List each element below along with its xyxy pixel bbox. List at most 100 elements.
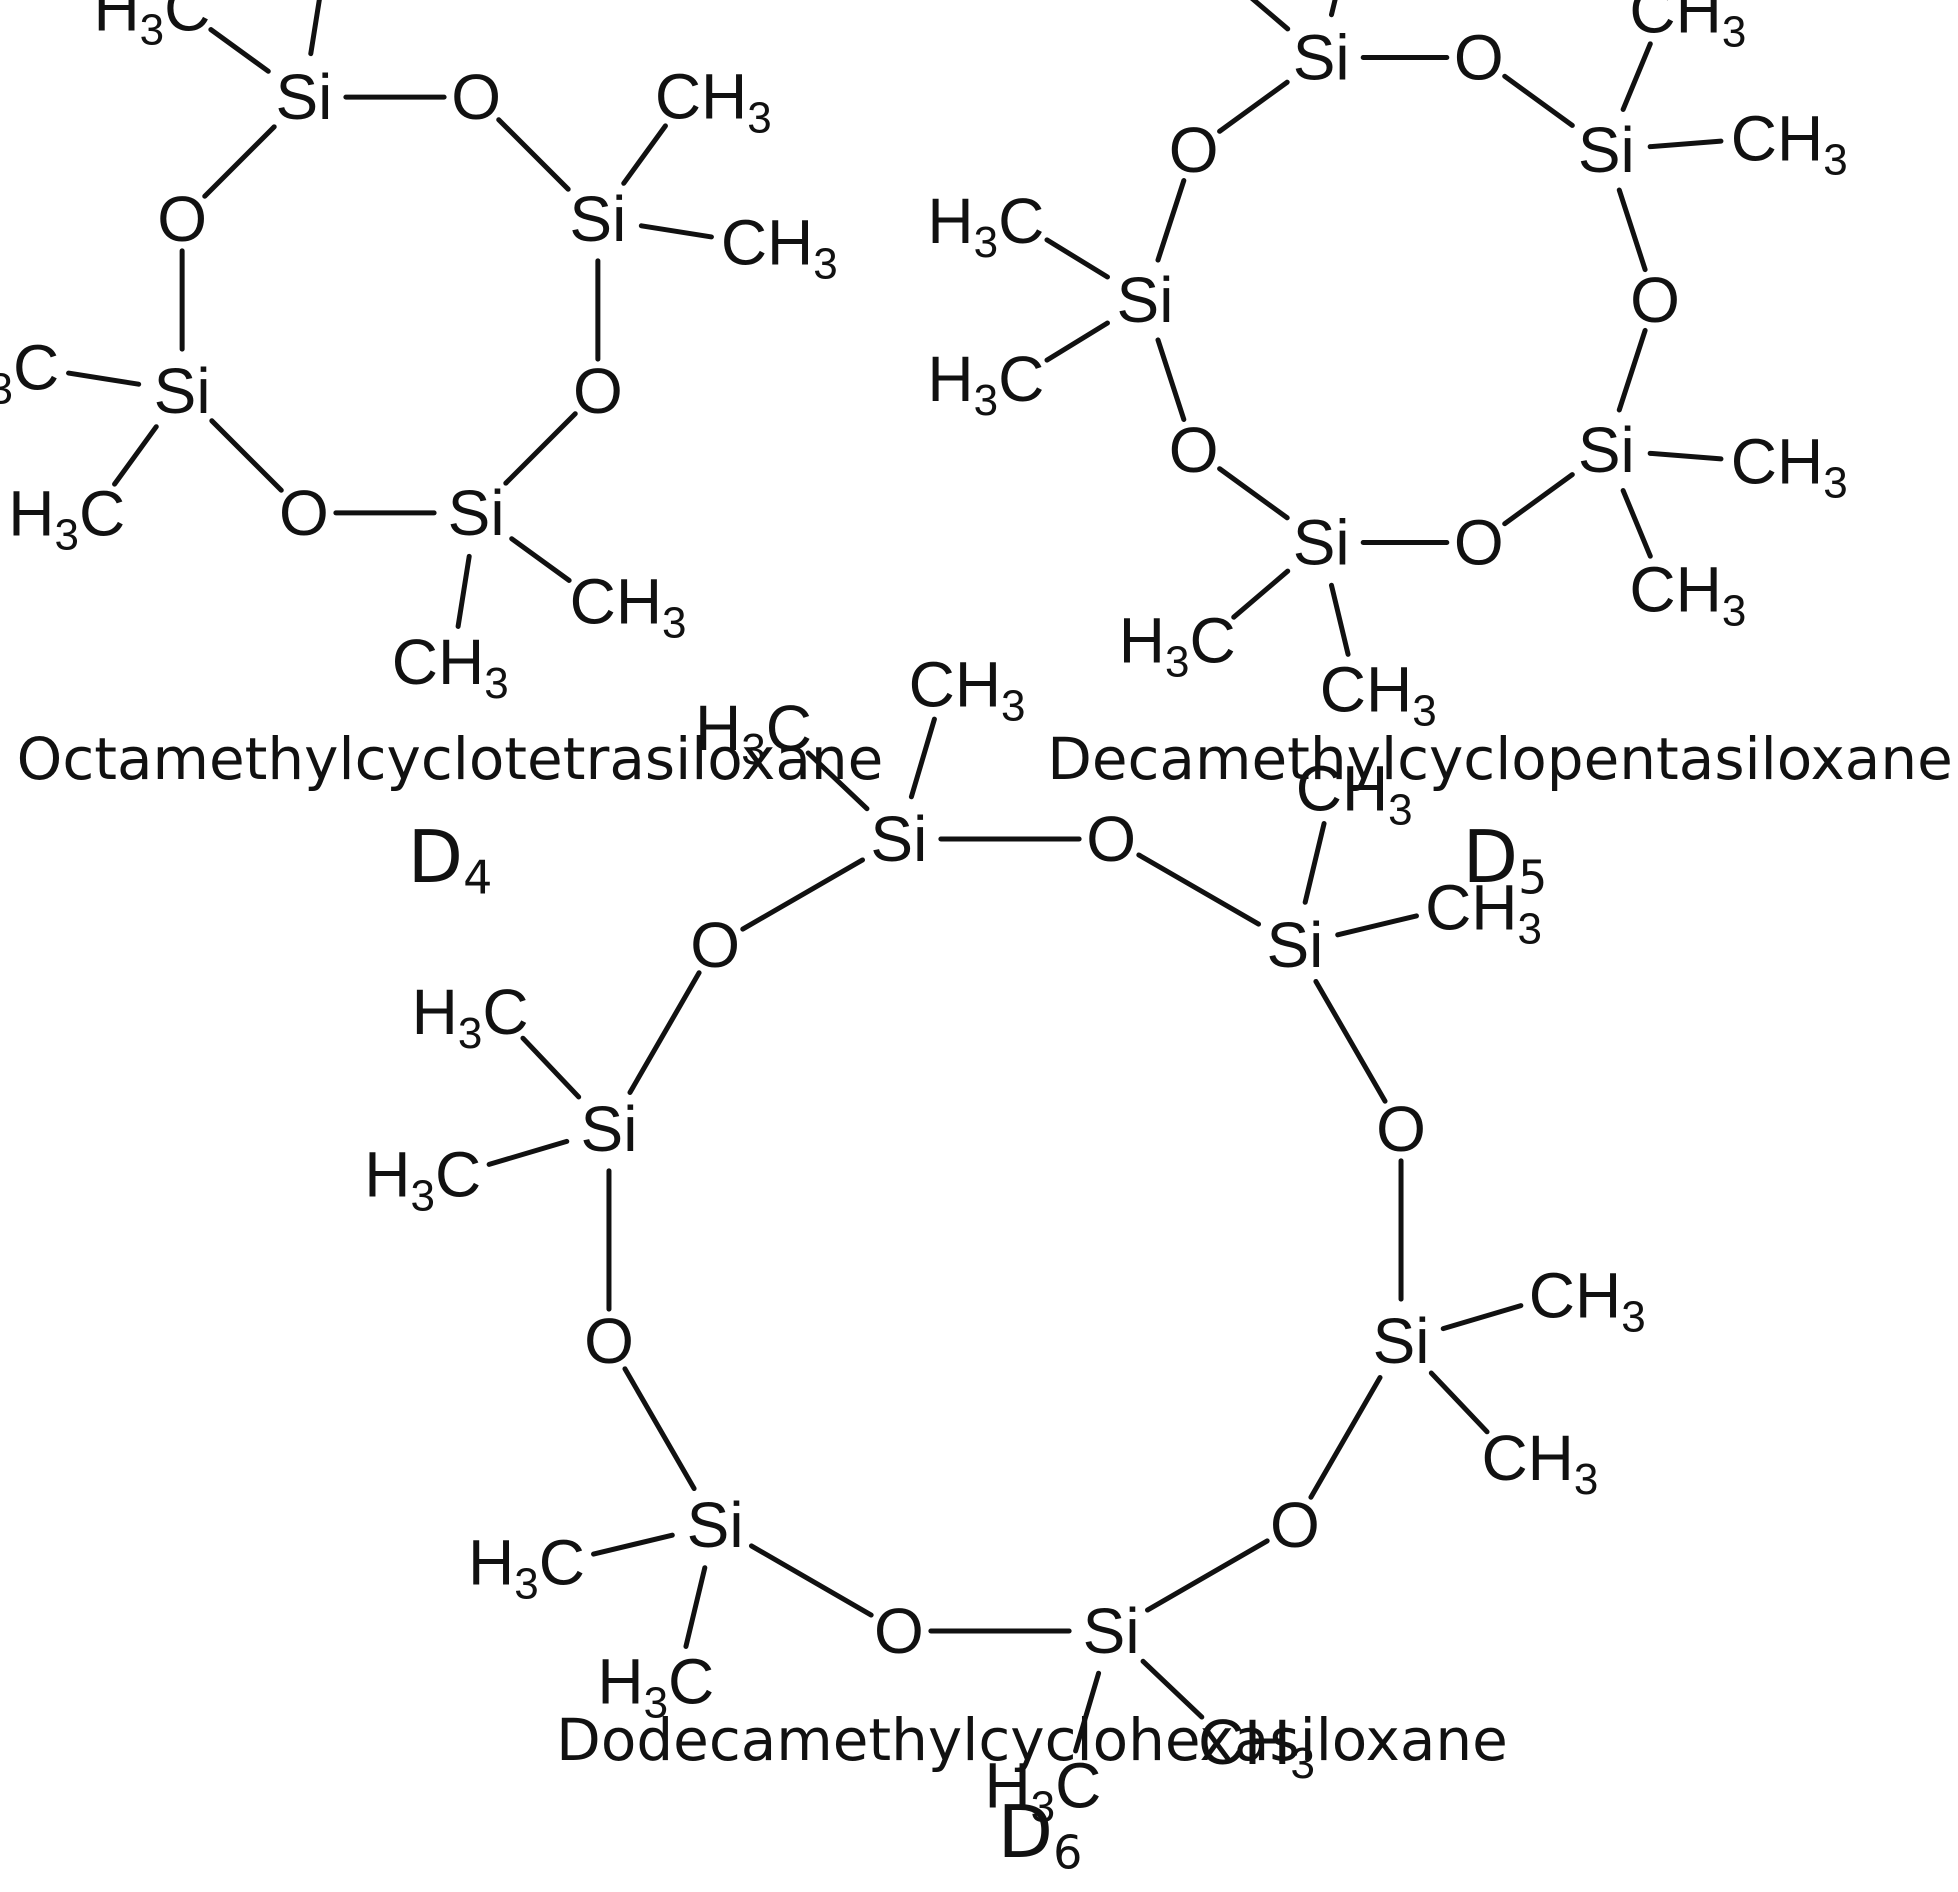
d5-methyl-group: H3C xyxy=(927,185,1044,267)
d6-silicon-atom: Si xyxy=(581,1093,638,1165)
d4-oxygen-atom: O xyxy=(451,61,501,133)
d5-ring-bond xyxy=(1616,327,1648,413)
d4-name: Octamethylcyclotetrasiloxane xyxy=(16,725,884,793)
d6-ring-bond xyxy=(740,857,866,932)
d4-methyl-bond xyxy=(638,223,714,240)
d4-methyl-bond xyxy=(112,424,159,487)
d5-methyl-group: CH3 xyxy=(1629,553,1746,635)
d6-silicon-atom: Si xyxy=(1083,1595,1140,1667)
d6-structure: SiH3CCH3OSiCH3CH3OSiCH3CH3OSiCH3H3COSiH3… xyxy=(364,649,1645,1832)
d6-methyl-group: CH3 xyxy=(1198,1706,1315,1788)
d5-ring-bond xyxy=(1217,466,1290,521)
d5-oxygen-atom: O xyxy=(1169,114,1219,186)
d6-ring-bond xyxy=(1308,1374,1383,1500)
d6-methyl-group: CH3 xyxy=(909,649,1026,731)
d6-methyl-group: H3C xyxy=(364,1139,481,1221)
d6-ring-bond xyxy=(748,1543,874,1618)
d4-ring-bond xyxy=(503,411,578,486)
d5-oxygen-atom: O xyxy=(1630,264,1680,336)
d5-methyl-group: CH3 xyxy=(1731,426,1848,508)
d4-ring-bond xyxy=(202,124,277,199)
d5-methyl-group: H3C xyxy=(1119,605,1236,687)
d5-silicon-atom: Si xyxy=(1293,507,1350,579)
d4-methyl-bond xyxy=(66,370,142,387)
d6-methyl-group: H3C xyxy=(468,1526,585,1608)
d6-silicon-atom: Si xyxy=(1266,909,1323,981)
d4-silicon-atom: Si xyxy=(275,61,332,133)
d5-methyl-bond xyxy=(1044,320,1110,363)
d4-methyl-bond xyxy=(455,553,472,629)
d5-methyl-bond xyxy=(1044,237,1110,280)
d5-ring-bond xyxy=(1155,337,1187,422)
d5-methyl-bond xyxy=(1328,582,1351,657)
d6-silicon-atom: Si xyxy=(870,803,927,875)
d5-methyl-bond xyxy=(1647,450,1724,462)
d6-oxygen-atom: O xyxy=(1086,803,1136,875)
d4-ring-bond xyxy=(209,418,284,493)
d4-ring-bond xyxy=(496,117,571,192)
d5-abbreviation: D5 xyxy=(1463,815,1548,905)
d6-methyl-group: H3C xyxy=(597,1645,714,1727)
d5-methyl-bond xyxy=(1647,138,1724,150)
d4-structure: SiH3CCH3OSiCH3CH3OSiCH3CH3OSiH3CH3CO xyxy=(0,0,838,708)
d6-oxygen-atom: O xyxy=(874,1595,924,1667)
d6-ring-bond xyxy=(1144,1538,1270,1613)
d6-silicon-atom: Si xyxy=(1373,1305,1430,1377)
d5-silicon-atom: Si xyxy=(1578,414,1635,486)
d5-abbr-subscript: 5 xyxy=(1518,850,1548,905)
d5-structure: SiH3CCH3OSiCH3CH3OSiCH3CH3OSiCH3H3COSiH3… xyxy=(927,0,1848,735)
d4-oxygen-atom: O xyxy=(279,477,329,549)
d5-methyl-group: H3C xyxy=(1119,0,1236,5)
d6-oxygen-atom: O xyxy=(690,909,740,981)
d4-abbreviation: D4 xyxy=(408,815,493,905)
d5-methyl-bond xyxy=(1231,568,1291,620)
d6-methyl-group: CH3 xyxy=(1529,1259,1646,1341)
d6-methyl-bond xyxy=(486,1138,570,1167)
d6-name: Dodecamethylcyclohexasiloxane xyxy=(556,1706,1508,1774)
d6-methyl-bond xyxy=(1335,913,1419,938)
d4-oxygen-atom: O xyxy=(157,183,207,255)
d6-methyl-group: CH3 xyxy=(1481,1422,1598,1504)
d5-methyl-bond xyxy=(1620,488,1653,559)
d4-methyl-bond xyxy=(509,536,572,583)
d4-silicon-atom: Si xyxy=(154,355,211,427)
d6-silicon-atom: Si xyxy=(687,1489,744,1561)
d5-methyl-group: CH3 xyxy=(1320,653,1437,735)
d6-methyl-bond xyxy=(1440,1303,1524,1332)
d6-oxygen-atom: O xyxy=(1376,1093,1426,1165)
d4-methyl-group: H3C xyxy=(93,0,210,54)
d6-oxygen-atom: O xyxy=(584,1305,634,1377)
d5-methyl-group: CH3 xyxy=(1731,102,1848,184)
d4-methyl-bond xyxy=(308,0,322,57)
d5-silicon-atom: Si xyxy=(1578,114,1635,186)
d5-silicon-atom: Si xyxy=(1117,264,1174,336)
d5-ring-bond xyxy=(1616,187,1648,273)
d6-methyl-bond xyxy=(591,1532,675,1557)
d5-silicon-atom: Si xyxy=(1293,21,1350,93)
d6-methyl-bond xyxy=(1073,1670,1102,1754)
d6-ring-bond xyxy=(627,970,702,1096)
d6-methyl-group: H3C xyxy=(695,692,812,774)
d5-ring-bond xyxy=(1502,73,1575,128)
d6-methyl-group: CH3 xyxy=(1296,753,1413,835)
d5-methyl-bond xyxy=(1620,41,1653,112)
d4-methyl-group: CH3 xyxy=(392,626,509,708)
d4-silicon-atom: Si xyxy=(448,477,505,549)
d5-methyl-bond xyxy=(1328,0,1338,18)
d5-ring-bond xyxy=(1217,79,1290,134)
d4-methyl-group: CH3 xyxy=(721,207,838,289)
d4-oxygen-atom: O xyxy=(573,355,623,427)
d4-methyl-bond xyxy=(208,27,271,74)
d6-methyl-group: CH3 xyxy=(1425,872,1542,954)
d4-methyl-group: CH3 xyxy=(570,566,687,648)
d5-oxygen-atom: O xyxy=(1454,21,1504,93)
d6-ring-bond xyxy=(1313,978,1388,1104)
d6-methyl-bond xyxy=(908,716,937,800)
d4-methyl-group: CH3 xyxy=(655,61,772,143)
d5-oxygen-atom: O xyxy=(1454,507,1504,579)
d6-methyl-bond xyxy=(805,750,870,812)
d5-methyl-group: H3C xyxy=(927,343,1044,425)
d5-name: Decamethylcyclopentasiloxane xyxy=(1047,725,1953,793)
d5-abbr-letter: D xyxy=(1462,815,1519,899)
